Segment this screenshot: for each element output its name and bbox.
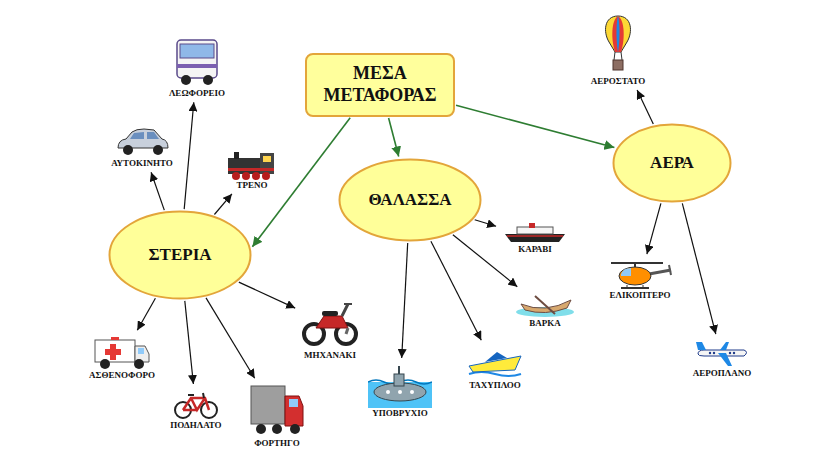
arrow-connector xyxy=(647,203,661,254)
ellipse-shape xyxy=(340,160,481,241)
vehicle-label: ΑΣΘΕΝΟΦΟΡΟ xyxy=(88,370,156,380)
vehicle-label: ΠΟΔΗΛΑΤΟ xyxy=(169,420,223,430)
arrow-connector xyxy=(185,301,194,384)
vehicle-label: ΛΕΩΦΟΡΕΙΟ xyxy=(168,88,227,98)
moto-icon xyxy=(302,288,358,350)
vehicle-item: ΒΑΡΚΑ xyxy=(512,290,578,328)
vehicle-item: ΥΠΟΒΡΥΧΙΟ xyxy=(365,362,435,418)
arrow-connector xyxy=(475,220,496,227)
truck-icon xyxy=(249,382,305,438)
car-icon xyxy=(114,124,170,158)
arrow-connector xyxy=(137,298,155,330)
vehicle-label: ΦΟΡΤΗΓΟ xyxy=(248,438,306,448)
bike-icon xyxy=(173,388,219,420)
heli-icon xyxy=(607,258,673,290)
arrow-connector xyxy=(682,203,716,334)
boat-icon xyxy=(515,290,575,318)
vehicle-item: ΑΣΘΕΝΟΦΟΡΟ xyxy=(86,334,158,380)
arrow-connector xyxy=(239,282,295,308)
vehicle-item: ΛΕΩΦΟΡΕΙΟ xyxy=(166,36,229,98)
vehicle-label: ΥΠΟΒΡΥΧΙΟ xyxy=(367,408,433,418)
speed-icon xyxy=(467,344,523,380)
vehicle-label: ΑΕΡΟΣΤΑΤΟ xyxy=(590,76,647,86)
vehicle-label: ΕΛΙΚΟΠΤΕΡΟ xyxy=(606,290,674,300)
train-icon xyxy=(224,150,280,180)
node-label: ΜΕΣΑ ΜΕΤΑΦΟΡΑΣ xyxy=(315,63,445,106)
vehicle-label: ΚΑΡΑΒΙ xyxy=(502,244,568,254)
ellipse-shape xyxy=(614,125,731,202)
arrow-connector xyxy=(431,241,481,340)
vehicle-item: ΤΡΕΝΟ xyxy=(221,150,283,190)
category-ellipse: ΘΑΛΑΣΣΑ xyxy=(338,158,482,242)
vehicle-item: ΑΕΡΟΣΤΑΤΟ xyxy=(588,14,649,86)
vehicle-item: ΕΛΙΚΟΠΤΕΡΟ xyxy=(604,258,676,300)
arrow-connector xyxy=(402,243,408,358)
arrow-connector xyxy=(214,194,232,215)
ship-icon xyxy=(503,222,567,244)
vehicle-item: ΑΕΡΟΠΛΑΝΟ xyxy=(690,338,755,378)
node-label: ΣΤΕΡΙΑ xyxy=(148,245,211,265)
vehicle-item: ΦΟΡΤΗΓΟ xyxy=(246,382,308,448)
title-box: ΜΕΣΑ ΜΕΤΑΦΟΡΑΣ xyxy=(305,53,455,117)
vehicle-item: ΤΑΧΥΠΛΟΟ xyxy=(464,344,526,390)
bus-icon xyxy=(172,36,222,88)
sub-icon xyxy=(368,362,432,408)
vehicle-label: ΒΑΡΚΑ xyxy=(514,318,576,328)
amb-icon xyxy=(93,334,151,370)
arrow-connector xyxy=(389,118,399,157)
arrow-connector xyxy=(184,102,194,209)
vehicle-item: ΚΑΡΑΒΙ xyxy=(500,222,570,254)
node-label: ΑΕΡΑ xyxy=(650,153,694,173)
balloon-icon xyxy=(601,14,635,76)
arrow-connector xyxy=(151,172,164,210)
vehicle-item: ΠΟΔΗΛΑΤΟ xyxy=(167,388,225,430)
category-ellipse: ΣΤΕΡΙΑ xyxy=(108,210,252,300)
arrow-connector xyxy=(453,235,517,287)
category-ellipse: ΑΕΡΑ xyxy=(612,123,732,203)
vehicle-label: ΑΥΤΟΚΙΝΗΤΟ xyxy=(110,158,174,168)
arrow-connector xyxy=(206,298,255,378)
plane-icon xyxy=(694,338,750,368)
ellipse-shape xyxy=(110,212,251,299)
vehicle-item: ΑΥΤΟΚΙΝΗΤΟ xyxy=(108,124,176,168)
arrow-connector xyxy=(637,90,653,124)
vehicle-label: ΤΡΕΝΟ xyxy=(223,180,281,190)
node-label: ΘΑΛΑΣΣΑ xyxy=(368,190,451,210)
arrow-connector xyxy=(456,105,614,147)
vehicle-item: ΜΗΧΑΝΑΚΙ xyxy=(299,288,361,360)
vehicle-label: ΜΗΧΑΝΑΚΙ xyxy=(301,350,359,360)
vehicle-label: ΤΑΧΥΠΛΟΟ xyxy=(466,380,524,390)
vehicle-label: ΑΕΡΟΠΛΑΝΟ xyxy=(692,368,753,378)
